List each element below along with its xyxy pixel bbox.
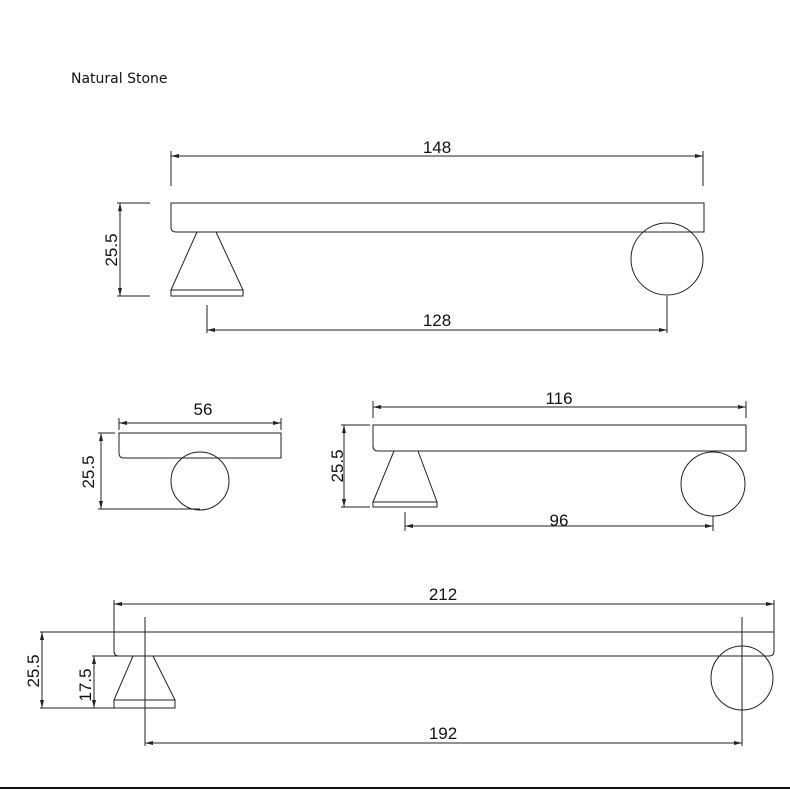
round-foot [170,451,230,511]
drawing-212: 212 25.5 17.5 192 [24,585,775,746]
cone-foot [170,231,244,291]
dimension-length: 56 [194,400,213,419]
dimension-length: 212 [429,585,457,604]
drawing-56: 56 25.5 [79,400,282,511]
dimension-hole-spacing: 128 [423,311,451,330]
dimension-length: 148 [423,138,451,157]
handle-bar [372,424,747,452]
round-foot [630,222,704,296]
handle-bar [170,202,705,233]
page-title: Natural Stone [71,71,168,87]
dimension-hole-spacing: 96 [550,511,569,530]
dimension-height: 25.5 [328,449,347,482]
dimension-height: 25.5 [24,654,43,687]
round-foot [680,451,746,517]
dimension-foot-height: 17.5 [76,668,95,701]
handle-bar [118,432,282,459]
dimension-hole-spacing: 192 [429,724,457,743]
dimension-height: 25.5 [79,455,98,488]
drawing-148: 148 25.5 128 [102,138,705,333]
dimension-height: 25.5 [102,233,121,266]
cone-foot [372,450,438,503]
handle-bar [113,631,775,657]
dimension-length: 116 [545,389,572,408]
drawing-116: 116 25.5 96 [328,389,747,531]
